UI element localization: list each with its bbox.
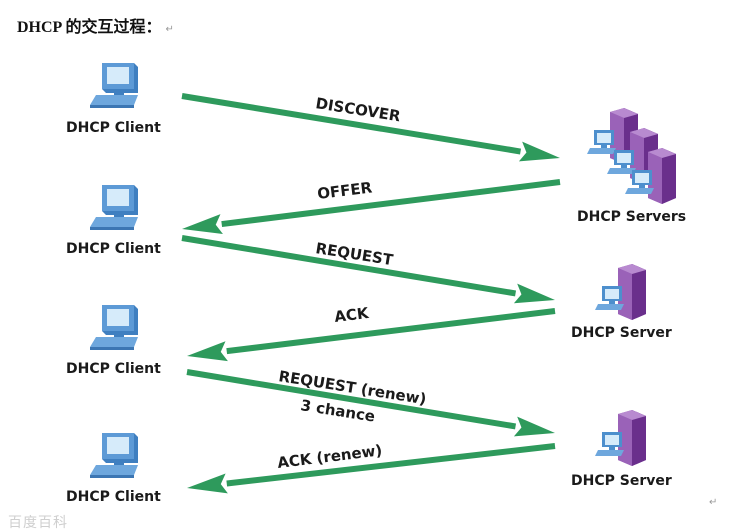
arrow-head: [518, 141, 560, 162]
server-label: DHCP Server: [571, 473, 672, 489]
arrow-shaft: [181, 235, 517, 297]
client-label: DHCP Client: [66, 120, 161, 136]
server-icon: [595, 264, 646, 320]
computer-icon: [90, 63, 138, 108]
server-icon: [595, 410, 646, 466]
arrow-head: [513, 283, 555, 304]
message-label: OFFER: [316, 178, 373, 203]
arrow-head: [187, 473, 228, 494]
client-label: DHCP Client: [66, 489, 161, 505]
watermark: 百度百科: [8, 514, 68, 530]
server-label: DHCP Servers: [577, 209, 687, 225]
message-label: ACK: [333, 304, 371, 326]
arrow-head: [187, 341, 228, 362]
server-cluster-icon: [587, 108, 676, 204]
arrow-shaft: [226, 308, 556, 355]
client-label: DHCP Client: [66, 241, 161, 257]
computer-icon: [90, 305, 138, 350]
computer-icon: [90, 185, 138, 230]
server-label: DHCP Server: [571, 325, 672, 341]
arrow-head: [513, 416, 555, 437]
arrow-shaft: [181, 93, 522, 155]
return-mark: ↵: [709, 497, 718, 508]
arrow-head: [182, 214, 223, 234]
arrow-shaft: [221, 179, 561, 228]
return-mark: ↵: [165, 24, 174, 35]
arrow-shaft: [186, 369, 517, 430]
title-text: DHCP 的交互过程：: [17, 19, 162, 36]
page-title: DHCP 的交互过程：↵: [17, 13, 174, 37]
computer-icon: [90, 433, 138, 478]
client-label: DHCP Client: [66, 361, 161, 377]
arrow-shaft: [226, 443, 556, 487]
